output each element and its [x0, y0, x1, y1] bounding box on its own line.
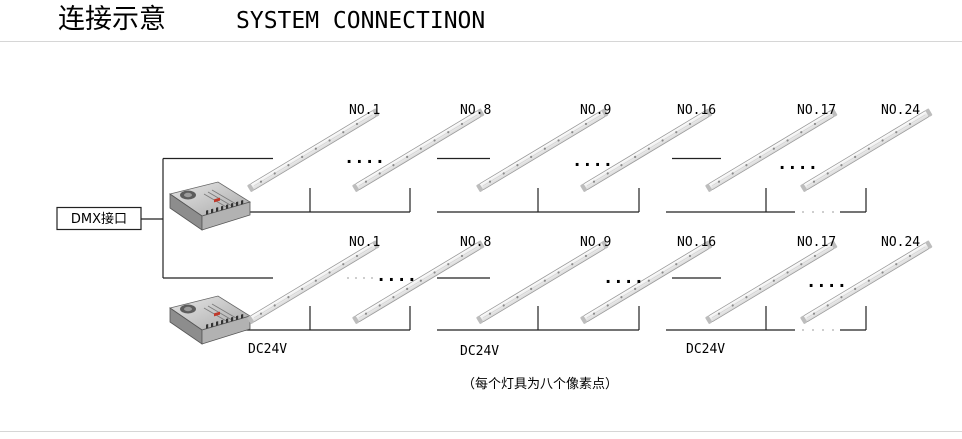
fixture-label: NO.9 [580, 235, 611, 250]
voltage-label: DC24V [686, 342, 725, 357]
ellipsis: .... [777, 154, 818, 174]
ellipsis: .... [376, 266, 417, 286]
led-bar-icon [246, 239, 381, 325]
title-english: SYSTEM CONNECTINON [236, 8, 485, 34]
title-chinese: 连接示意 [58, 4, 166, 35]
fixture-label: NO.17 [797, 235, 836, 250]
led-bar-icon [475, 239, 610, 325]
led-bar-icon [351, 239, 486, 325]
voltage-label: DC24V [248, 342, 287, 357]
ellipsis: .... [806, 272, 847, 292]
row-2: NO.1 NO.8 NO.9 NO.16 NO.17 NO.24 .... ..… [169, 235, 934, 345]
voltage-label: DC24V [460, 344, 499, 359]
fixture-label: NO.1 [349, 103, 380, 118]
footnote: （每个灯具为八个像素点） [462, 376, 618, 392]
fixture-label: NO.16 [677, 235, 716, 250]
fixture-label: NO.16 [677, 103, 716, 118]
row-1: NO.1 NO.8 NO.9 NO.16 NO.17 NO.24 .... ..… [169, 103, 934, 231]
fixture-label: NO.8 [460, 103, 491, 118]
fixture-label: NO.24 [881, 103, 920, 118]
fixture-label: NO.8 [460, 235, 491, 250]
fixture-label: NO.9 [580, 103, 611, 118]
fixture-label: NO.17 [797, 103, 836, 118]
ellipsis: .... [572, 151, 613, 171]
power-supply-icon [169, 295, 251, 345]
fixture-label: NO.24 [881, 235, 920, 250]
ellipsis: .... [344, 148, 385, 168]
led-bar-icon [579, 239, 714, 325]
power-supply-icon [169, 181, 251, 231]
dmx-wiring [141, 157, 273, 279]
ellipsis: .... [603, 268, 644, 288]
dmx-interface-label: DMX接口 [71, 211, 127, 227]
fixture-label: NO.1 [349, 235, 380, 250]
